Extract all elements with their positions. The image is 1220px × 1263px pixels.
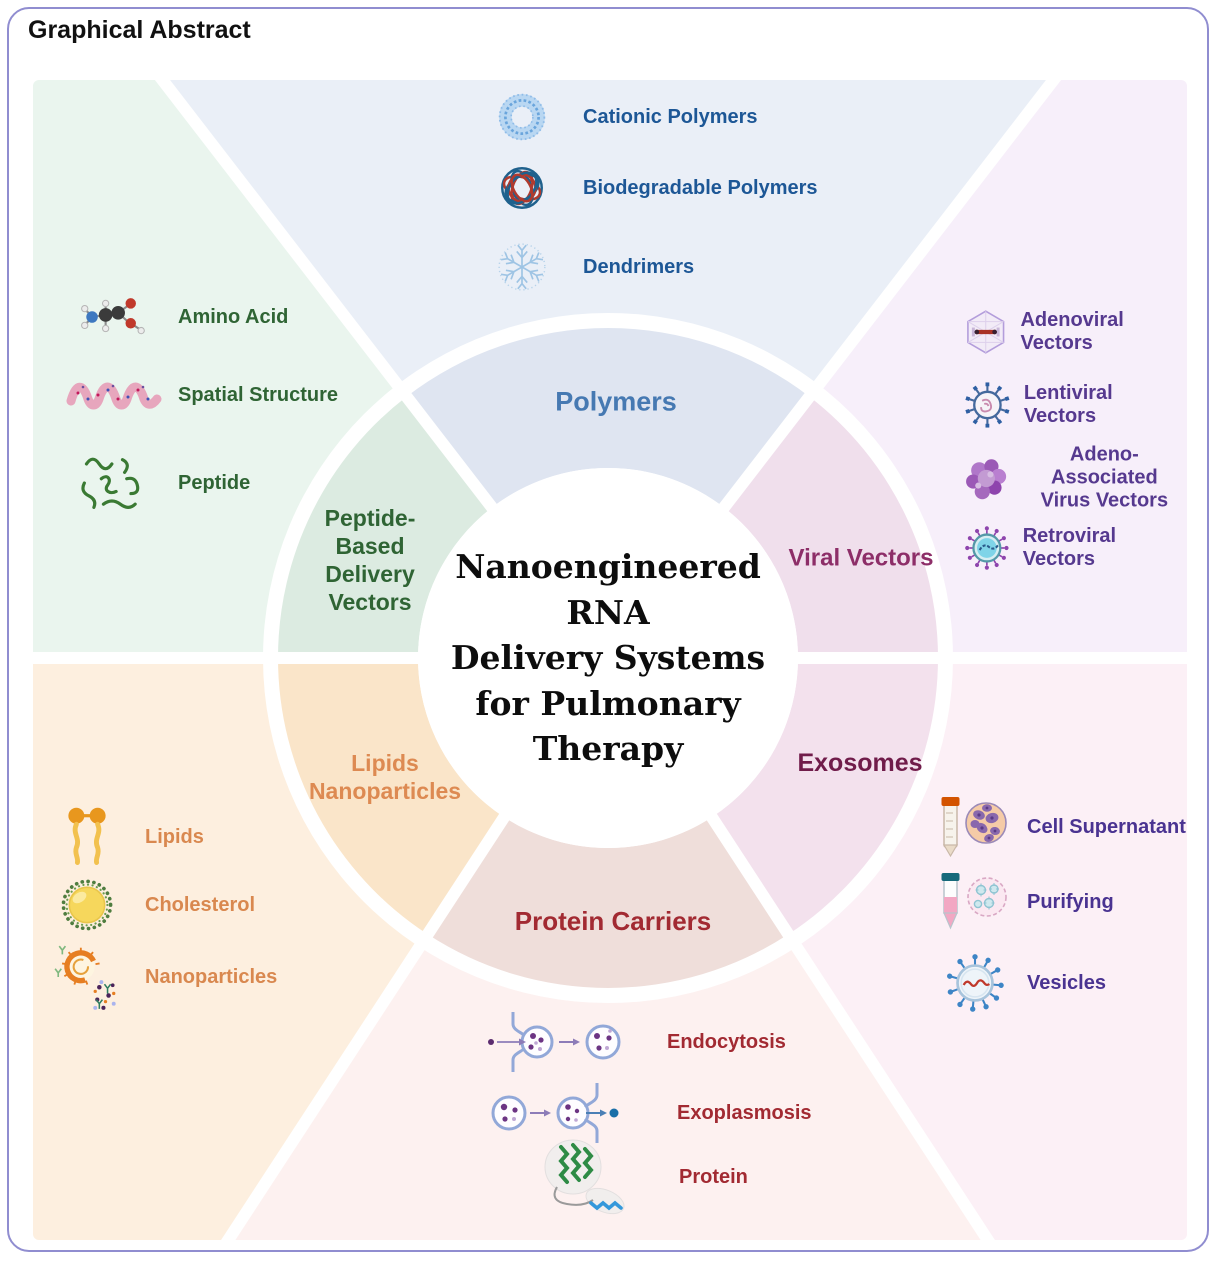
spatial-structure-icon [66, 382, 161, 410]
item-label: Adeno-Associated Virus Vectors [1040, 443, 1169, 512]
polymers-section-label: Polymers [555, 386, 677, 417]
protein-carriers-ring-segment [427, 817, 789, 988]
cell-supernatant-icon [941, 797, 1007, 858]
page-title: Graphical Abstract [28, 16, 251, 44]
list-item: Exoplasmosis [488, 1081, 812, 1145]
exosomes-section-label: Exosomes [797, 748, 923, 777]
item-label: Protein [679, 1165, 748, 1188]
viral-vectors-section-label: Viral Vectors [788, 544, 934, 572]
protein-icon [544, 1139, 625, 1215]
peptide-based-section-label: Peptide- Based Delivery Vectors [324, 504, 416, 616]
item-label: Adenoviral Vectors [1020, 309, 1124, 354]
item-label: Dendrimers [583, 255, 695, 278]
list-item: Adenoviral Vectors [960, 304, 1187, 360]
vesicles-icon [945, 953, 1006, 1014]
adeno-associated-virus-vectors-icon [966, 458, 1007, 499]
nanoparticles-icon [54, 945, 116, 1010]
list-item: Biodegradable Polymers [495, 161, 818, 215]
peptide-based-ring-segment [278, 396, 492, 658]
peptide-icon [80, 457, 139, 509]
list-item: Protein [533, 1135, 748, 1219]
lipids-nanoparticles-ring-segment [278, 658, 505, 935]
radial-background [33, 80, 1187, 1240]
list-item: Peptide [61, 451, 250, 515]
exoplasmosis-icon [491, 1083, 619, 1143]
cationic-polymers-icon [498, 93, 546, 141]
cholesterol-icon [61, 879, 113, 931]
dendrimers-icon [498, 243, 546, 291]
center-title: Nanoengineered RNA Delivery Systems for … [450, 547, 766, 769]
item-label: Peptide [178, 471, 251, 494]
endocytosis-icon [488, 1012, 621, 1072]
list-item: Vesicles [931, 948, 1106, 1018]
adenoviral-vectors-icon [967, 310, 1005, 354]
list-item: Lentiviral Vectors [960, 377, 1187, 433]
item-label: Purifying [1027, 890, 1114, 913]
list-item: Cholesterol [53, 875, 255, 935]
lentiviral-vectors-icon [964, 381, 1011, 429]
lipids-nanoparticles-section-label: Lipids Nanoparticles [308, 749, 462, 804]
list-item: Nanoparticles [53, 940, 277, 1014]
list-item: Spatial Structure [61, 373, 338, 417]
item-label: Lipids [145, 825, 204, 848]
center-circle [418, 468, 798, 848]
item-label: Cell Supernatant [1027, 815, 1186, 838]
item-label: Endocytosis [667, 1030, 786, 1053]
amino-acid-icon [80, 298, 145, 335]
purifying-icon [941, 873, 1007, 930]
lipids-icon [68, 807, 106, 865]
list-item: Purifying [931, 871, 1114, 933]
viral-vectors-ring-segment [724, 396, 938, 658]
polymers-ring-segment [406, 328, 810, 508]
sector-dividers [33, 80, 1187, 1240]
item-label: Exoplasmosis [677, 1101, 812, 1124]
list-item: Cell Supernatant [931, 795, 1186, 859]
list-item: Dendrimers [495, 240, 694, 294]
item-label: Vesicles [1027, 971, 1106, 994]
list-item: Retroviral Vectors [960, 520, 1187, 576]
item-label: Lentiviral Vectors [1023, 382, 1113, 427]
list-item: Amino Acid [61, 294, 288, 340]
list-item: Endocytosis [483, 1010, 786, 1074]
biodegradable-polymers-icon [501, 167, 543, 209]
item-label: Cholesterol [145, 893, 256, 916]
item-label: Nanoparticles [145, 965, 278, 988]
protein-carriers-section-label: Protein Carriers [514, 906, 712, 937]
item-label: Amino Acid [178, 305, 289, 328]
list-item: Lipids [53, 804, 204, 870]
list-item: Cationic Polymers [495, 90, 758, 144]
item-label: Biodegradable Polymers [583, 176, 818, 199]
list-item: Adeno-Associated Virus Vectors [960, 444, 1187, 513]
item-label: Cationic Polymers [583, 105, 758, 128]
item-label: Retroviral Vectors [1022, 525, 1117, 570]
item-label: Spatial Structure [178, 383, 339, 406]
radial-figure: Nanoengineered RNA Delivery Systems for … [33, 80, 1187, 1240]
exosomes-ring-segment [711, 658, 938, 935]
retroviral-vectors-icon [964, 525, 1010, 571]
